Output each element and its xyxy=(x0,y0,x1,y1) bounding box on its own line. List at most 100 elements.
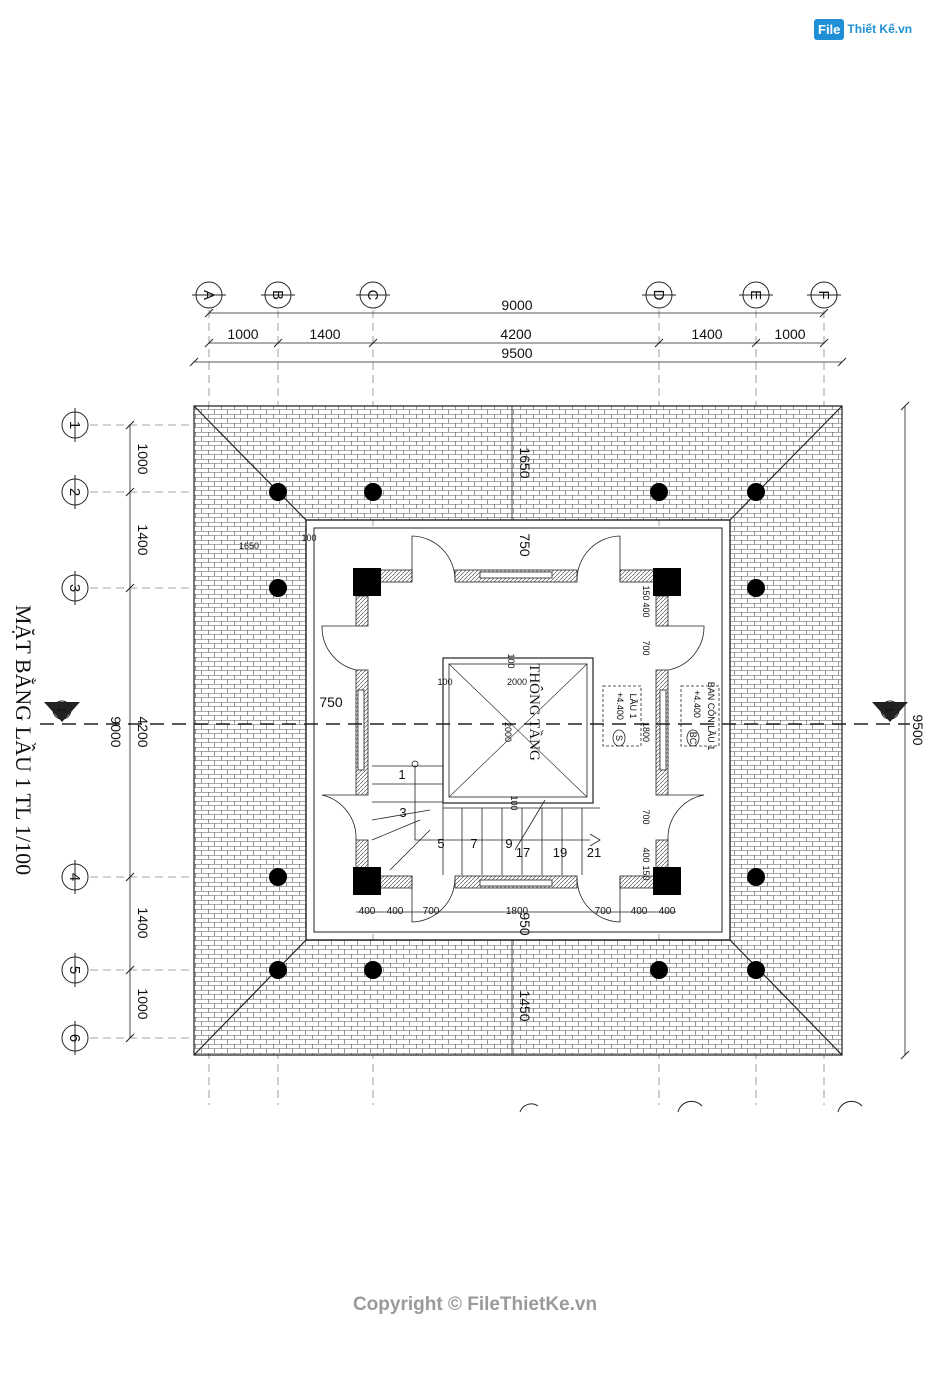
balcony-label: BAN CÔN LẦU 1 xyxy=(706,682,716,751)
top-dimension-texts: 9000 1000 1400 4200 1400 1000 9500 xyxy=(227,297,805,361)
grid-col-label: F xyxy=(815,290,832,299)
section-mark-left: 1 xyxy=(55,707,67,713)
dimension-lines xyxy=(129,312,906,1055)
dim-left-span-3: 4200 xyxy=(135,716,151,747)
grid-col-label: E xyxy=(747,290,764,300)
dim-wall-top: 750 xyxy=(517,533,533,557)
grid-row-label: 6 xyxy=(66,1034,83,1042)
stair-number: 17 xyxy=(516,845,530,860)
grid-row-label: 4 xyxy=(66,873,83,881)
dim-left-span-5: 1000 xyxy=(135,988,151,1019)
dim-span-3: 4200 xyxy=(500,326,531,342)
dimension-ticks xyxy=(125,308,910,1060)
stair-number: 9 xyxy=(505,836,512,851)
level-markers xyxy=(602,685,720,747)
dim-span-5: 1000 xyxy=(774,326,805,342)
filethietke-logo: File Thiết Kế.vn xyxy=(814,16,912,42)
grid-col-label: D xyxy=(650,290,667,301)
interior-small-dimension-texts: 1650 100 2000 2000 100 100 100 150 400 7… xyxy=(239,533,651,881)
dim-chain: 400 xyxy=(631,906,648,917)
grid-bubble-leaders xyxy=(74,294,841,1055)
dim-chain: 700 xyxy=(423,906,440,917)
dim-void-100-left: 100 xyxy=(437,677,452,687)
dim-right-700-bottom: 700 xyxy=(641,809,651,824)
dim-chain: 400 xyxy=(659,906,676,917)
dim-chain: 400 xyxy=(359,906,376,917)
grid-col-label: C xyxy=(364,290,381,301)
grid-col-label: B xyxy=(269,290,286,300)
level-label: LẦU 1 xyxy=(628,693,638,718)
square-columns xyxy=(353,568,681,895)
balcony-elevation: +4.400 xyxy=(692,690,702,718)
bottom-chain-texts: 400 400 700 1800 700 400 400 xyxy=(359,906,676,917)
dim-right-400-top: 400 xyxy=(641,602,651,617)
grid-row-label: 5 xyxy=(66,966,83,974)
dim-left-span-1: 1000 xyxy=(135,443,151,474)
dim-void-100-top: 100 xyxy=(506,653,516,668)
dim-void-w: 2000 xyxy=(507,677,527,687)
round-columns xyxy=(269,483,765,979)
stair xyxy=(371,760,601,875)
dim-left-overall: 9000 xyxy=(108,716,124,747)
grid-col-label: A xyxy=(200,290,217,300)
dim-small-100: 100 xyxy=(301,533,316,543)
level-elevation: +4.400 xyxy=(615,692,625,720)
dim-right-overall: 9500 xyxy=(910,714,926,745)
dim-wall-bottom: 950 xyxy=(517,912,533,936)
dim-left-span-2: 1400 xyxy=(135,524,151,555)
dim-void-100-bottom: 100 xyxy=(509,795,519,810)
dim-left-span-4: 1400 xyxy=(135,907,151,938)
grid-row-label: 1 xyxy=(66,421,83,429)
doors xyxy=(321,535,705,923)
level-tag-frames xyxy=(612,729,700,747)
stair-number: 1 xyxy=(398,767,405,782)
dim-wall-left: 750 xyxy=(319,694,343,710)
dim-right-1800: 1800 xyxy=(641,722,651,742)
grid-row-label: 2 xyxy=(66,488,83,496)
level-marker-texts: LẦU 1 +4.400 S BAN CÔN LẦU 1 +4.400 BC xyxy=(614,682,716,751)
dim-span-4: 1400 xyxy=(691,326,722,342)
stair-number: 3 xyxy=(399,805,406,820)
section-marker-left xyxy=(44,700,80,722)
grid-col-labels: A B C D E F xyxy=(200,290,832,301)
dim-right-700-top: 700 xyxy=(641,640,651,655)
dim-roof-top: 1650 xyxy=(517,447,533,478)
section-mark-right: 1 xyxy=(883,707,895,713)
dim-chain: 400 xyxy=(387,906,404,917)
roof-hips xyxy=(193,405,843,1056)
stair-number: 21 xyxy=(587,845,601,860)
stair-numbers: 1 3 5 7 9 17 19 21 xyxy=(398,767,601,860)
dim-void-h: 2000 xyxy=(503,722,513,742)
grid-row-label: 3 xyxy=(66,584,83,592)
dim-right-150-bottom: 150 xyxy=(641,865,651,880)
roof-inner-edge xyxy=(305,519,731,941)
section-marker-right xyxy=(872,700,908,722)
stair-number: 7 xyxy=(470,836,477,851)
logo-text: Thiết Kế.vn xyxy=(847,22,913,36)
dim-overall-lower: 9500 xyxy=(501,345,532,361)
bottom-partial-marks xyxy=(519,1100,863,1113)
dim-small-1650: 1650 xyxy=(239,541,259,551)
void-opening xyxy=(442,657,594,804)
dim-chain: 700 xyxy=(595,906,612,917)
drawing-title: MẶT BẰNG LẦU 1 TL 1/100 xyxy=(11,605,36,875)
dim-roof-bottom: 1450 xyxy=(517,990,533,1021)
stair-number: 5 xyxy=(437,836,444,851)
dim-span-1: 1000 xyxy=(227,326,258,342)
void-label: THÔNG TẦNG xyxy=(526,663,543,761)
left-dimension-texts: 1000 1400 4200 1400 1000 9000 xyxy=(108,443,151,1019)
copyright-watermark: Copyright © FileThietKe.vn xyxy=(352,1294,598,1315)
windows xyxy=(357,571,667,887)
dim-chain: 1800 xyxy=(506,906,529,917)
dim-right-150-top: 150 xyxy=(641,585,651,600)
grid-row-labels: 1 2 3 4 5 6 xyxy=(66,421,83,1042)
balcony-tag: BC xyxy=(688,732,698,745)
interior-dimension-texts: 1650 1450 750 950 750 xyxy=(319,447,533,1021)
dim-right-400-bottom: 400 xyxy=(641,847,651,862)
level-tag: S xyxy=(614,735,624,741)
stair-number: 19 xyxy=(553,845,567,860)
logo-file-badge: File xyxy=(814,18,845,40)
dim-overall-upper: 9000 xyxy=(501,297,532,313)
dim-span-2: 1400 xyxy=(309,326,340,342)
